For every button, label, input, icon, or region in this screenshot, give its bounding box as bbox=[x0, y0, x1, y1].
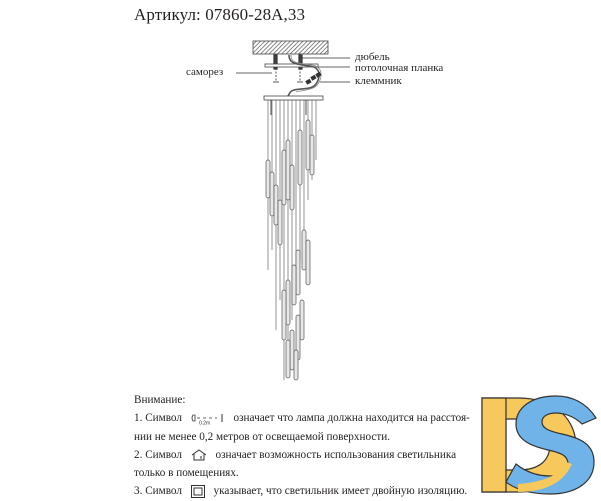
label-ceiling-bar: потолочная планка bbox=[355, 62, 444, 74]
indoor-house-icon bbox=[191, 449, 207, 461]
chandelier-drawing bbox=[236, 40, 350, 381]
note-item-1: 1. Символ 0.2m означает что лампа должна… bbox=[134, 412, 470, 443]
dowel-icon bbox=[273, 54, 303, 70]
note-item-2: 2. Символ означает возможность использов… bbox=[134, 448, 457, 480]
notes-section: Внимание: 1. Символ 0.2m означает что ла… bbox=[134, 391, 474, 501]
label-screw: саморез bbox=[186, 66, 224, 78]
label-terminal-block: клеммник bbox=[355, 75, 402, 87]
terminal-block-icon bbox=[305, 71, 322, 85]
tube-lamps bbox=[265, 119, 315, 381]
ds-logo bbox=[481, 395, 597, 495]
article-title: Артикул: 07860-28A,33 bbox=[134, 5, 306, 24]
distance-0.2m-icon: 0.2m bbox=[191, 413, 223, 425]
ceiling-bar bbox=[264, 63, 319, 68]
note-item-3: 3. Символ указывает, что светильник имее… bbox=[134, 485, 468, 499]
notes-heading: Внимание: bbox=[134, 394, 186, 406]
canopy-plate bbox=[263, 95, 324, 101]
double-insulation-icon bbox=[190, 485, 205, 499]
label-dowel: дюбель bbox=[355, 51, 390, 63]
svg-text:0.2m: 0.2m bbox=[199, 420, 210, 425]
ceiling-hatch bbox=[252, 40, 329, 55]
